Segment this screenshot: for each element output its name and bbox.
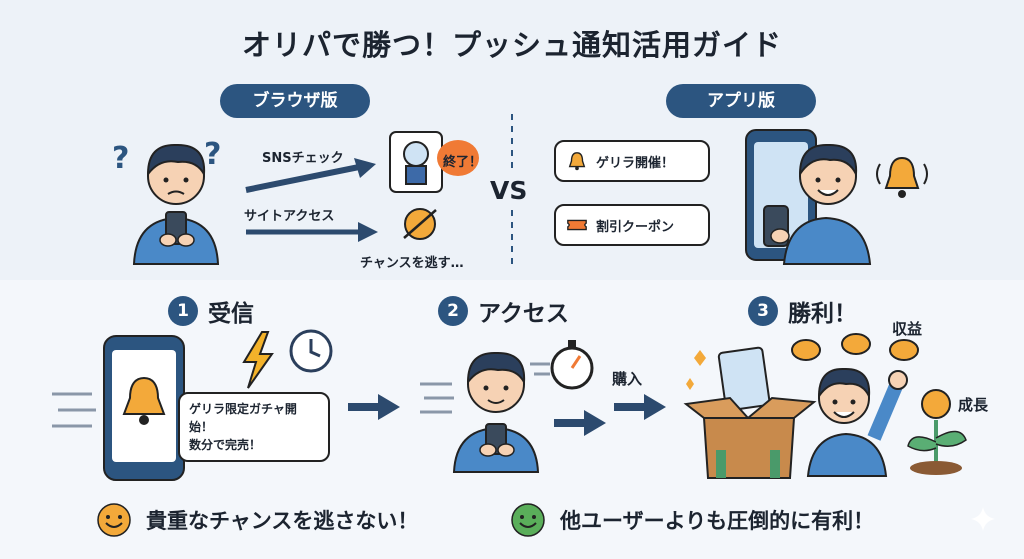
step-number: 2 <box>438 296 468 326</box>
site-access-label: サイトアクセス <box>244 209 335 224</box>
gacha-start-notification: ゲリラ限定ガチャ開始！ 数分で完売！ <box>178 392 330 462</box>
app-version-badge: アプリ版 <box>666 84 816 118</box>
benefit-item: 貴重なチャンスを逃さない！ <box>96 502 418 538</box>
guerrilla-notification-bubble: ゲリラ開催！ <box>554 140 710 182</box>
ended-badge <box>437 140 479 176</box>
notification-phone-illustration <box>52 335 185 481</box>
revenue-label: 収益 <box>892 320 923 338</box>
sns-check-label: SNSチェック <box>262 151 344 166</box>
confused-user-illustration: ? ? <box>112 137 221 265</box>
money-plant-icon <box>907 389 967 475</box>
arrow-right-icon <box>246 222 378 242</box>
page-title: オリパで勝つ！プッシュ通知活用ガイド <box>241 28 782 62</box>
sparkle-icon <box>971 507 995 531</box>
clock-icon <box>289 329 333 373</box>
coin-icon <box>791 339 821 361</box>
benefit-text: 他ユーザーよりも圧倒的に有利！ <box>560 509 875 533</box>
gacha-machine-icon <box>389 131 443 193</box>
question-mark-icon: ? <box>204 137 221 172</box>
crossed-coin-icon <box>403 208 437 240</box>
step-label: 受信 <box>208 301 254 327</box>
lightning-icon <box>242 331 274 389</box>
smiley-icon <box>511 503 545 537</box>
arrow-right-icon <box>348 394 400 420</box>
step-1-heading: 1 受信 <box>168 294 254 328</box>
question-mark-icon: ? <box>112 141 129 176</box>
coin-icon <box>889 339 919 361</box>
benefit-text: 貴重なチャンスを逃さない！ <box>146 509 419 533</box>
arrow-up-right-icon <box>245 158 376 193</box>
app-user-illustration <box>745 129 872 265</box>
purchase-label: 購入 <box>612 370 643 388</box>
step-label: アクセス <box>478 301 569 327</box>
accessing-user-illustration <box>420 351 540 473</box>
ringing-bell-icon <box>876 156 928 198</box>
step-2-heading: 2 アクセス <box>438 294 569 328</box>
coupon-notification-bubble: 割引クーポン <box>554 204 710 246</box>
step-3-heading: 3 勝利！ <box>748 294 857 328</box>
step-number: 3 <box>748 296 778 326</box>
miss-chance-label: チャンスを逃す… <box>360 256 464 271</box>
winning-user-illustration <box>791 333 919 477</box>
notification-line: 数分で完売！ <box>189 438 262 452</box>
treasure-box-illustration <box>683 346 817 479</box>
sparkle-icon <box>694 350 706 366</box>
ended-label: 終了！ <box>443 155 483 170</box>
browser-version-badge: ブラウザ版 <box>220 84 370 118</box>
step-number: 1 <box>168 296 198 326</box>
arrow-right-icon <box>554 410 606 436</box>
bell-icon <box>122 376 166 415</box>
coupon-label: 割引クーポン <box>596 219 675 235</box>
benefit-item: 他ユーザーよりも圧倒的に有利！ <box>510 502 874 538</box>
arrow-right-icon <box>614 394 666 420</box>
ticket-icon <box>567 219 587 231</box>
coin-icon <box>841 333 871 355</box>
step-label: 勝利！ <box>788 301 857 327</box>
guerrilla-label: ゲリラ開催！ <box>596 155 675 171</box>
smiley-icon <box>97 503 131 537</box>
bell-icon <box>568 152 586 171</box>
stopwatch-icon <box>530 340 594 390</box>
vs-label: VS <box>486 174 532 207</box>
growth-label: 成長 <box>958 396 989 414</box>
notification-line: ゲリラ限定ガチャ開始！ <box>189 402 297 434</box>
